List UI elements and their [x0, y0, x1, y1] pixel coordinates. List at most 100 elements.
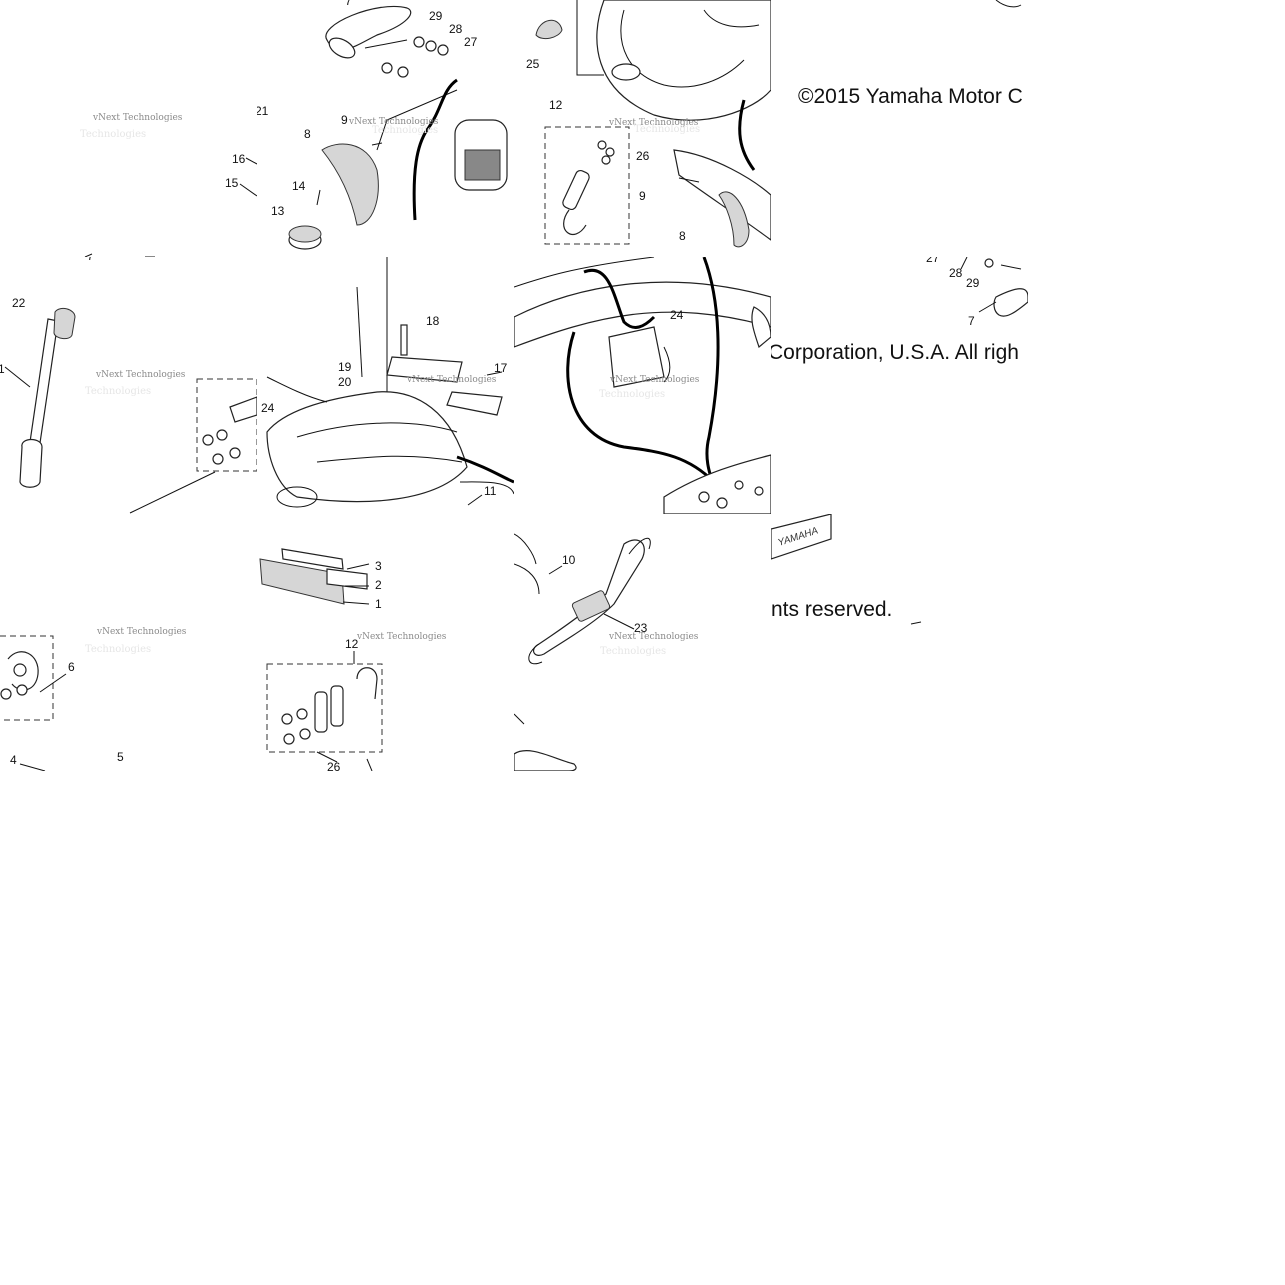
callout-10: 10 — [562, 553, 576, 567]
callout-7: 7 — [345, 0, 352, 8]
hood-part — [266, 391, 468, 508]
grab-handle-part — [751, 306, 771, 349]
rub-rail-part — [259, 548, 368, 605]
callout-26: 26 — [327, 760, 341, 771]
callout-6: 6 — [68, 660, 75, 674]
storage-cap-part — [288, 225, 322, 250]
callout-9: 9 — [639, 189, 646, 203]
diagram-tile-tow-eye-left: 6 4 5 vNext Technologies Technologies — [0, 514, 257, 771]
callout-1: 1 — [0, 362, 5, 376]
tow-eye-box — [196, 378, 257, 472]
callout-25: 25 — [526, 57, 540, 71]
watermark-text: vNext Technologies — [96, 627, 187, 637]
yamaha-decal-part — [771, 514, 832, 560]
hull-bow-part — [596, 0, 771, 121]
grip-handle-part — [514, 750, 577, 771]
callout-24: 24 — [670, 308, 684, 322]
callout-15: 15 — [225, 176, 239, 190]
callout-7: 7 — [87, 257, 94, 263]
watermark-text: vNext Technologies — [348, 117, 439, 127]
watermark-text-faint: Technologies — [85, 644, 151, 655]
bolt-nut-set — [364, 36, 449, 78]
steering-shaft-part — [19, 307, 76, 488]
grab-handle-part — [718, 191, 750, 248]
grip-handle-part — [325, 6, 412, 59]
tow-eye-box — [544, 126, 630, 245]
watermark-text: vNext Technologies — [608, 632, 699, 642]
watermark-text: vNext Technologies — [609, 375, 700, 385]
cable-line-3 — [566, 331, 716, 484]
callout-4: 4 — [10, 753, 17, 767]
nut-washer-set — [202, 396, 257, 465]
callout-5: 5 — [117, 750, 124, 764]
watermark-text: vNext Technologies — [92, 113, 183, 123]
diagram-tile-grip-cover: 29 28 27 7 9 8 21 14 13 vNext Technologi… — [257, 0, 514, 257]
diagram-tile-callout-11: 11 — [460, 480, 514, 514]
callout-7: 7 — [968, 314, 975, 328]
watermark-text: vNext Technologies — [608, 118, 699, 128]
tow-eye-box — [0, 635, 54, 721]
diagram-tile-deck: 24 vNext Technologies Technologies — [514, 257, 771, 514]
callout-19: 19 — [338, 360, 352, 374]
callout-1: 1 — [375, 597, 382, 611]
hinge-bracket-part — [386, 324, 503, 416]
diagram-tile-copyright-a: ©2015 Yamaha Motor C — [771, 0, 1028, 257]
diagram-tile-tie-down: 10 23 vNext Technologies Technologies — [514, 514, 771, 771]
callout-28: 28 — [449, 22, 463, 36]
callout-8: 8 — [679, 229, 686, 243]
tow-eye-part — [281, 667, 378, 745]
storage-panel — [608, 326, 665, 388]
callout-28: 28 — [949, 266, 963, 280]
callout-18: 18 — [426, 314, 440, 328]
watermark-text-faint: Technologies — [634, 124, 700, 135]
diagram-tile-rub-rail: 3 2 1 12 26 vNext Technologies — [257, 514, 514, 771]
watermark-text-faint: Technologies — [85, 386, 151, 397]
callout-12: 12 — [345, 637, 359, 651]
grip-handle-part — [984, 258, 1028, 317]
callout-2: 2 — [375, 578, 382, 592]
callout-11: 11 — [484, 484, 497, 498]
callout-26: 26 — [636, 149, 650, 163]
watermark-text-faint: Technologies — [600, 646, 666, 657]
callout-3: 3 — [375, 559, 382, 573]
tow-eye-part — [0, 651, 39, 700]
watermark-text-faint: Technologies — [80, 129, 146, 140]
cable-line — [738, 99, 756, 171]
cable-line-2 — [702, 257, 720, 488]
grab-handle-part — [321, 143, 379, 226]
diagram-tile-bow: 25 12 26 9 8 vNext Technologies Technolo… — [514, 0, 771, 257]
callout-21: 21 — [257, 104, 269, 118]
cable-line — [412, 78, 458, 221]
watermark-text: vNext Technologies — [95, 370, 186, 380]
tow-eye-part — [562, 140, 615, 236]
diagram-tile-copyright-c: YAMAHA nts reserved. — [771, 514, 1028, 771]
callout-14: 14 — [292, 179, 306, 193]
deck-panel-part — [514, 281, 771, 348]
gunwale-part — [663, 454, 771, 514]
tie-down-strap-part — [528, 537, 651, 665]
callout-8: 8 — [304, 127, 311, 141]
callout-29: 29 — [966, 276, 980, 290]
callout-12: 12 — [549, 98, 563, 112]
callout-16: 16 — [232, 152, 246, 166]
diagram-tile-copyright-b: 27 28 29 7 Corporation, U.S.A. All righ — [771, 257, 1028, 514]
watermark-text: vNext Technologies — [356, 632, 447, 642]
callout-9: 9 — [341, 113, 348, 127]
callout-20: 20 — [338, 375, 352, 389]
tow-eye-box — [266, 663, 383, 753]
storage-net — [464, 149, 501, 181]
callout-27: 27 — [926, 257, 940, 265]
callout-24: 24 — [261, 401, 275, 415]
copyright-text-line3: nts reserved. — [771, 598, 893, 621]
watermark-text-faint: Technologies — [372, 125, 438, 136]
callout-23: 23 — [634, 621, 648, 635]
diagram-tile-steering: 22 1 7 vNext Technologies Technologies — [0, 257, 257, 514]
copyright-text-line1: ©2015 Yamaha Motor C — [798, 85, 1023, 108]
watermark-text-faint: Technologies — [599, 389, 665, 400]
diagram-tile-top-left: 16 15 vNext Technologies Technologies — [0, 0, 257, 257]
cable-line — [583, 268, 656, 329]
callout-29: 29 — [429, 9, 443, 23]
diagram-tile-hood: 18 19 20 17 24 vNext Technologies — [257, 257, 514, 514]
callout-13: 13 — [271, 204, 285, 218]
callout-27: 27 — [464, 35, 478, 49]
